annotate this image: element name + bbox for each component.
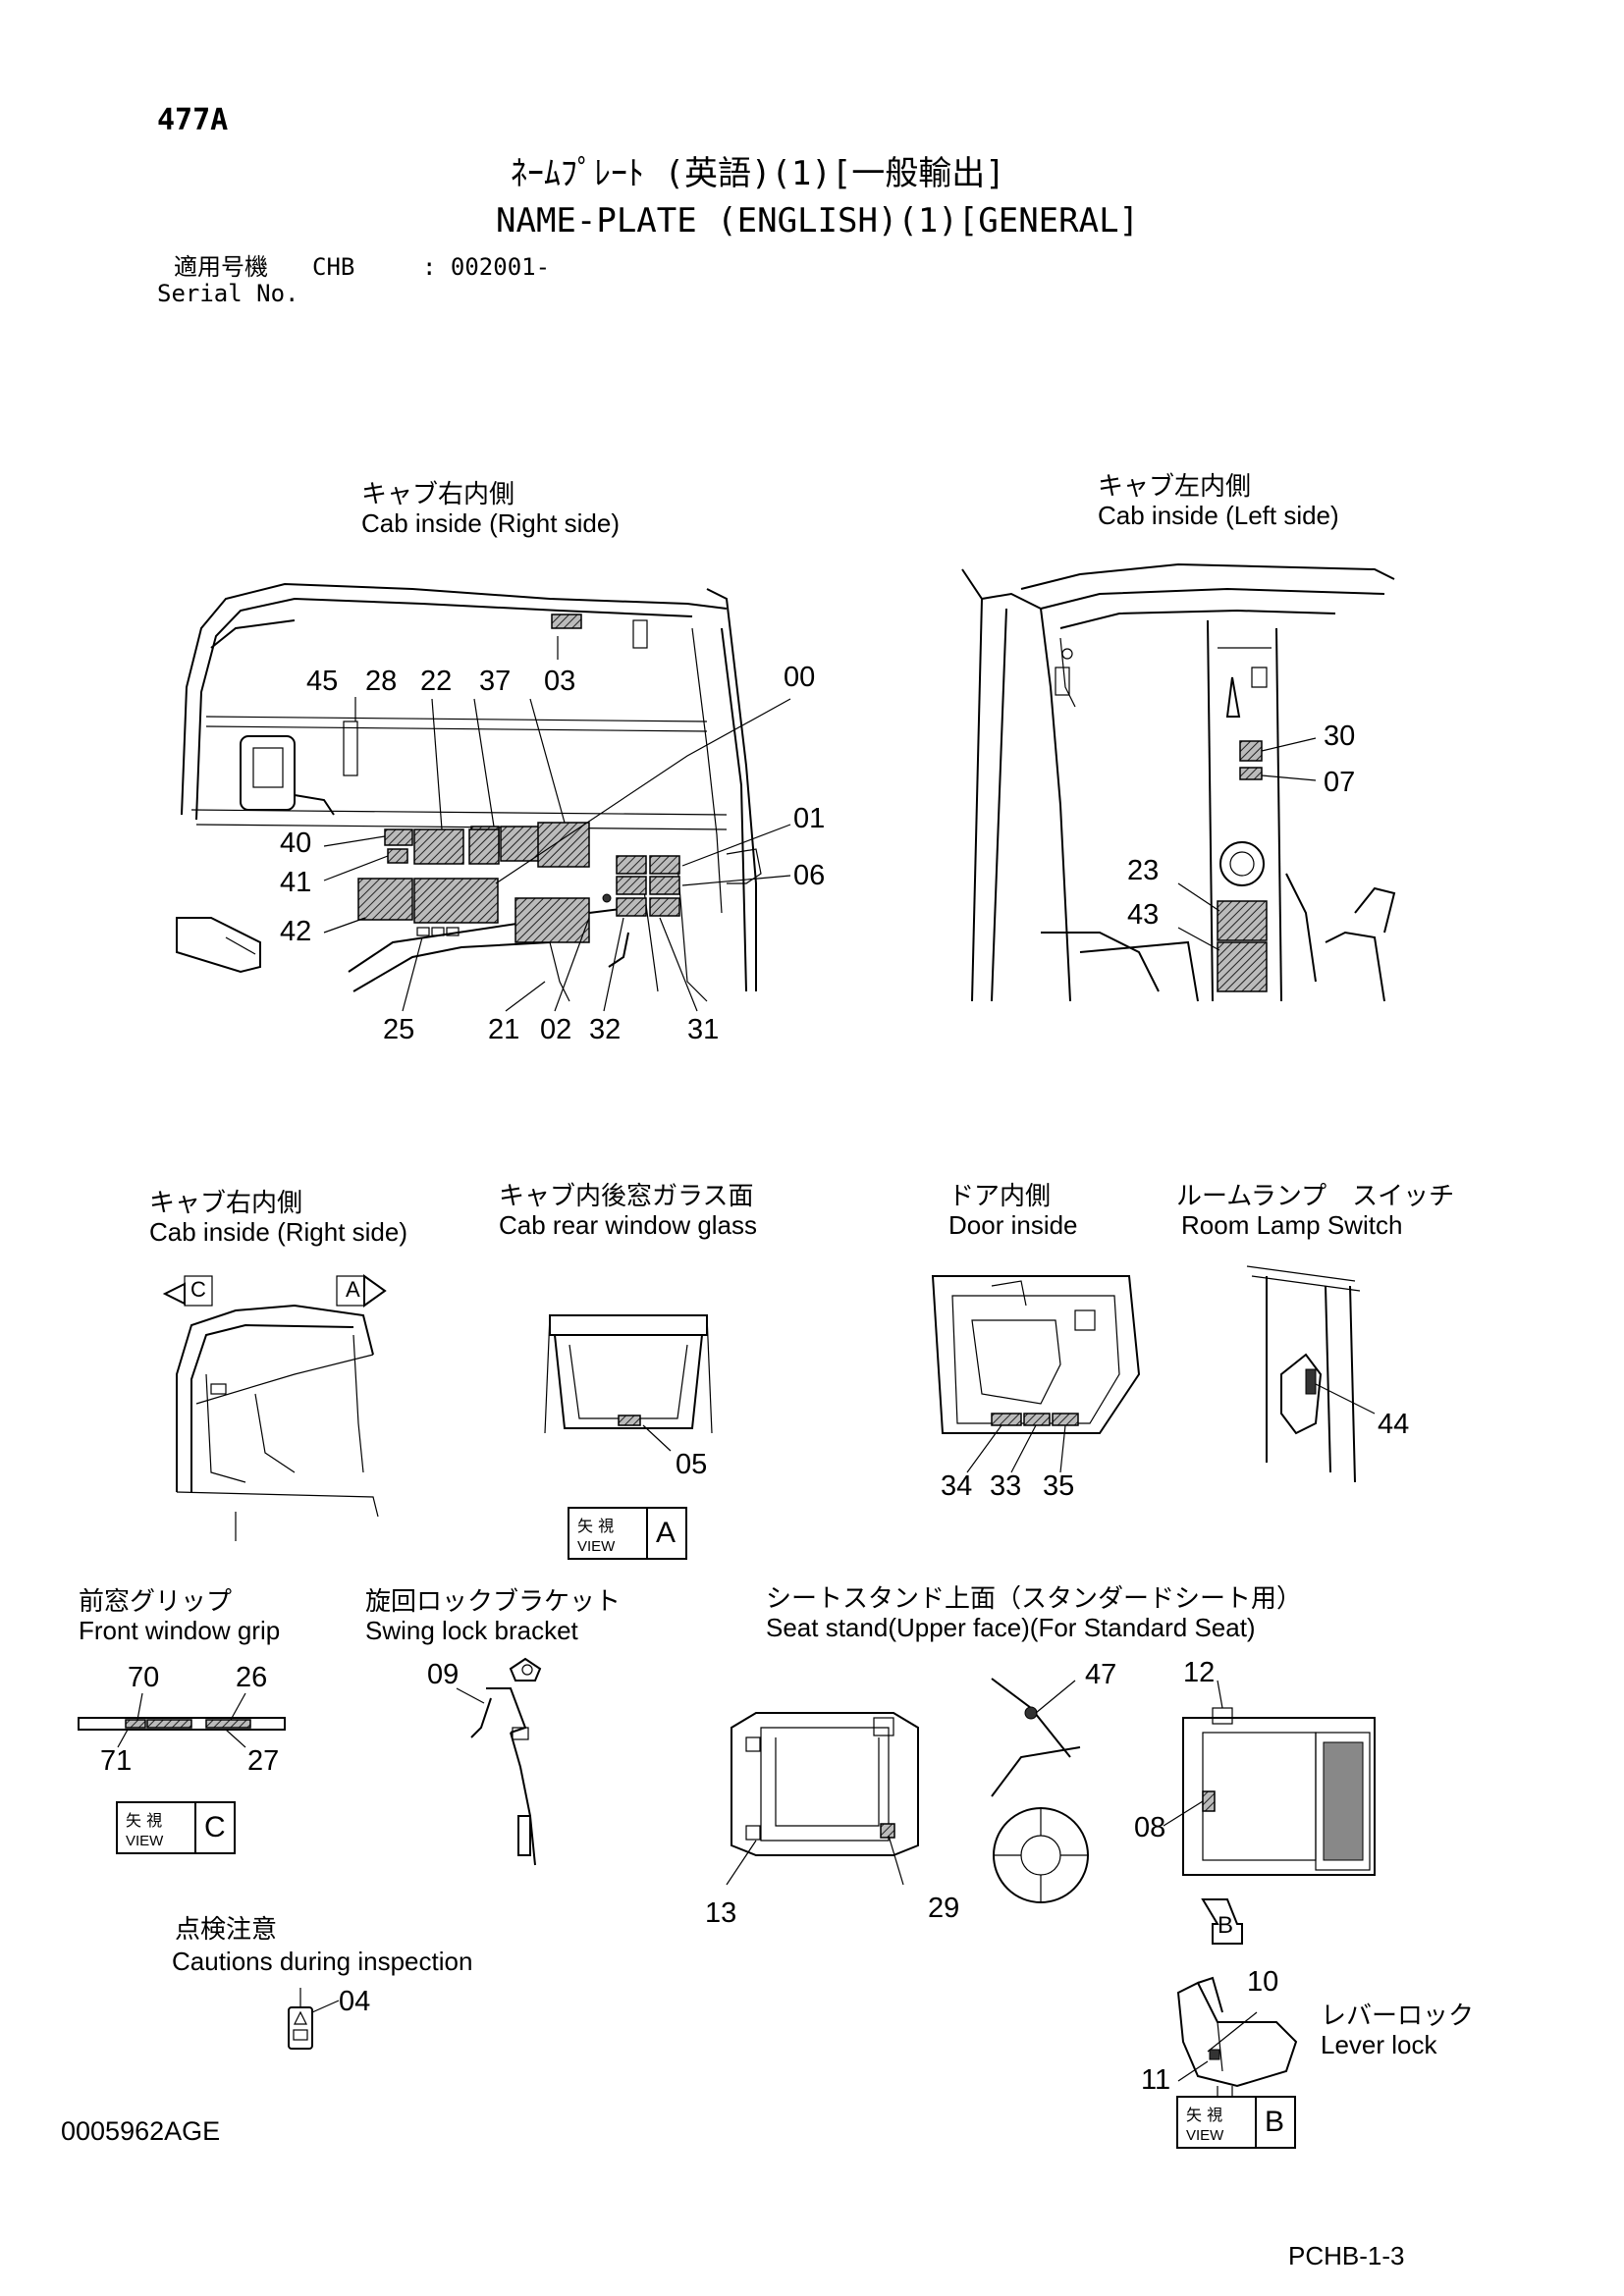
callout-label: 07: [1324, 767, 1356, 798]
model-code: 477A: [157, 103, 229, 137]
cab-right-2-caption-jp: キャブ右内側: [149, 1188, 303, 1217]
callout-label: 11: [1141, 2064, 1171, 2096]
cab-right-1-caption-jp: キャブ右内側: [361, 479, 515, 508]
applicable-model: CHB: [312, 253, 355, 281]
view-marker-letter: B: [1265, 2106, 1285, 2138]
front-grip-drawing: [78, 1692, 286, 1748]
view-marker-jp: 矢 視: [1186, 2106, 1223, 2124]
view-marker-en: VIEW: [577, 1538, 616, 1555]
callout-label: 02: [540, 1014, 572, 1045]
view-marker-en: VIEW: [126, 1833, 164, 1849]
cab-right-1-caption-en: Cab inside (Right side): [361, 508, 621, 538]
seat-stand-caption-en: Seat stand(Upper face)(For Standard Seat…: [766, 1613, 1256, 1642]
view-marker-jp: 矢 視: [577, 1517, 615, 1535]
callout-label: 31: [687, 1014, 720, 1045]
callout-label: 43: [1127, 899, 1160, 931]
inspection-caption-jp: 点検注意: [175, 1914, 278, 1944]
view-marker-letter: A: [656, 1517, 677, 1549]
callout-label: 71: [100, 1745, 133, 1777]
callout-label: 01: [793, 803, 826, 834]
rear-window-drawing: [544, 1314, 713, 1452]
callout-label: 22: [420, 666, 453, 697]
seat-stand-caption-jp: シートスタンド上面（スタンダードシート用）: [766, 1583, 1303, 1613]
front-grip-caption-en: Front window grip: [79, 1616, 281, 1645]
page-code: PCHB-1-3: [1288, 2241, 1405, 2270]
callout-label: 10: [1247, 1966, 1279, 1998]
callout-label: 08: [1134, 1812, 1166, 1843]
cab-right-2-caption-en: Cab inside (Right side): [149, 1217, 408, 1247]
view-marker-letter: C: [204, 1811, 226, 1843]
callout-label: 42: [280, 916, 312, 947]
callout-label: 03: [544, 666, 576, 697]
serial-label: Serial No.: [157, 280, 299, 307]
cab-left-drawing: [961, 562, 1396, 1002]
rear-window-caption-en: Cab rear window glass: [499, 1210, 758, 1240]
callout-label: 30: [1324, 721, 1356, 752]
lever-lock-caption-en: Lever lock: [1321, 2030, 1437, 2059]
callout-label: 27: [247, 1745, 280, 1777]
view-marker-c: 矢 視 VIEW C: [116, 1801, 236, 1854]
cab-right-small-drawing: [162, 1274, 387, 1541]
swing-lock-caption-en: Swing lock bracket: [365, 1616, 578, 1645]
callout-label: 25: [383, 1014, 415, 1045]
title-japanese: ﾈｰﾑﾌﾟﾚｰﾄ (英語)(1)[一般輸出]: [511, 154, 1005, 193]
callout-label: 12: [1183, 1657, 1216, 1688]
callout-label: 09: [427, 1659, 460, 1690]
view-marker-a: 矢 視 VIEW A: [568, 1507, 687, 1560]
swing-lock-drawing: [456, 1657, 542, 1866]
callout-label: 34: [941, 1470, 973, 1502]
door-inside-drawing: [931, 1275, 1141, 1473]
cab-left-caption-jp: キャブ左内側: [1098, 471, 1252, 501]
callout-label: 45: [306, 666, 339, 697]
callout-label: 26: [236, 1662, 268, 1693]
callout-label: 44: [1378, 1409, 1410, 1440]
seat-stand-drawing: [726, 1678, 1376, 1945]
callout-label: 23: [1127, 855, 1160, 886]
callout-label: 70: [128, 1662, 160, 1693]
inspection-drawing: [288, 1988, 340, 2050]
callout-label: 13: [705, 1897, 737, 1929]
document-number: 0005962AGE: [61, 2116, 221, 2146]
front-grip-caption-jp: 前窓グリップ: [79, 1586, 233, 1616]
door-inside-caption-jp: ドア内側: [948, 1181, 1052, 1210]
callout-label: 35: [1043, 1470, 1075, 1502]
callout-label: 32: [589, 1014, 622, 1045]
view-arrow-c-letter: C: [190, 1277, 206, 1302]
applicable-label: 適用号機: [174, 253, 268, 281]
callout-label: 33: [990, 1470, 1022, 1502]
callout-label: 47: [1085, 1659, 1117, 1690]
cab-left-caption-en: Cab inside (Left side): [1098, 501, 1339, 530]
room-lamp-caption-jp: ルームランプ スイッチ: [1176, 1181, 1455, 1210]
inspection-caption-en: Cautions during inspection: [172, 1947, 473, 1976]
lever-lock-drawing: [1176, 1976, 1298, 2101]
view-arrow-b-letter: B: [1218, 1912, 1234, 1939]
callout-label: 41: [280, 867, 312, 898]
room-lamp-caption-en: Room Lamp Switch: [1181, 1210, 1403, 1240]
callout-label: 37: [479, 666, 512, 697]
serial-value: : 002001-: [422, 253, 551, 281]
callout-label: 40: [280, 828, 312, 859]
perforated-panel: [1323, 1741, 1364, 1861]
view-marker-en: VIEW: [1186, 2127, 1224, 2144]
cab-right-drawing: [176, 582, 791, 1012]
callout-label: 04: [339, 1986, 371, 2017]
rear-window-caption-jp: キャブ内後窓ガラス面: [499, 1181, 754, 1210]
lever-lock-caption-jp: レバーロック: [1321, 2001, 1475, 2030]
callout-label: 06: [793, 860, 826, 891]
swing-lock-caption-jp: 旋回ロックブラケット: [365, 1586, 622, 1616]
view-marker-b: 矢 視 VIEW B: [1176, 2096, 1296, 2149]
callout-label: 21: [488, 1014, 520, 1045]
title-english: NAME-PLATE (ENGLISH)(1)[GENERAL]: [496, 201, 1140, 240]
door-inside-caption-en: Door inside: [948, 1210, 1078, 1240]
view-arrow-a-letter: A: [346, 1277, 360, 1302]
view-marker-jp: 矢 視: [126, 1811, 163, 1830]
callout-label: 29: [928, 1893, 960, 1924]
callout-label: 00: [784, 662, 816, 693]
callout-label: 05: [676, 1449, 708, 1480]
callout-label: 28: [365, 666, 398, 697]
room-lamp-drawing: [1246, 1265, 1376, 1483]
